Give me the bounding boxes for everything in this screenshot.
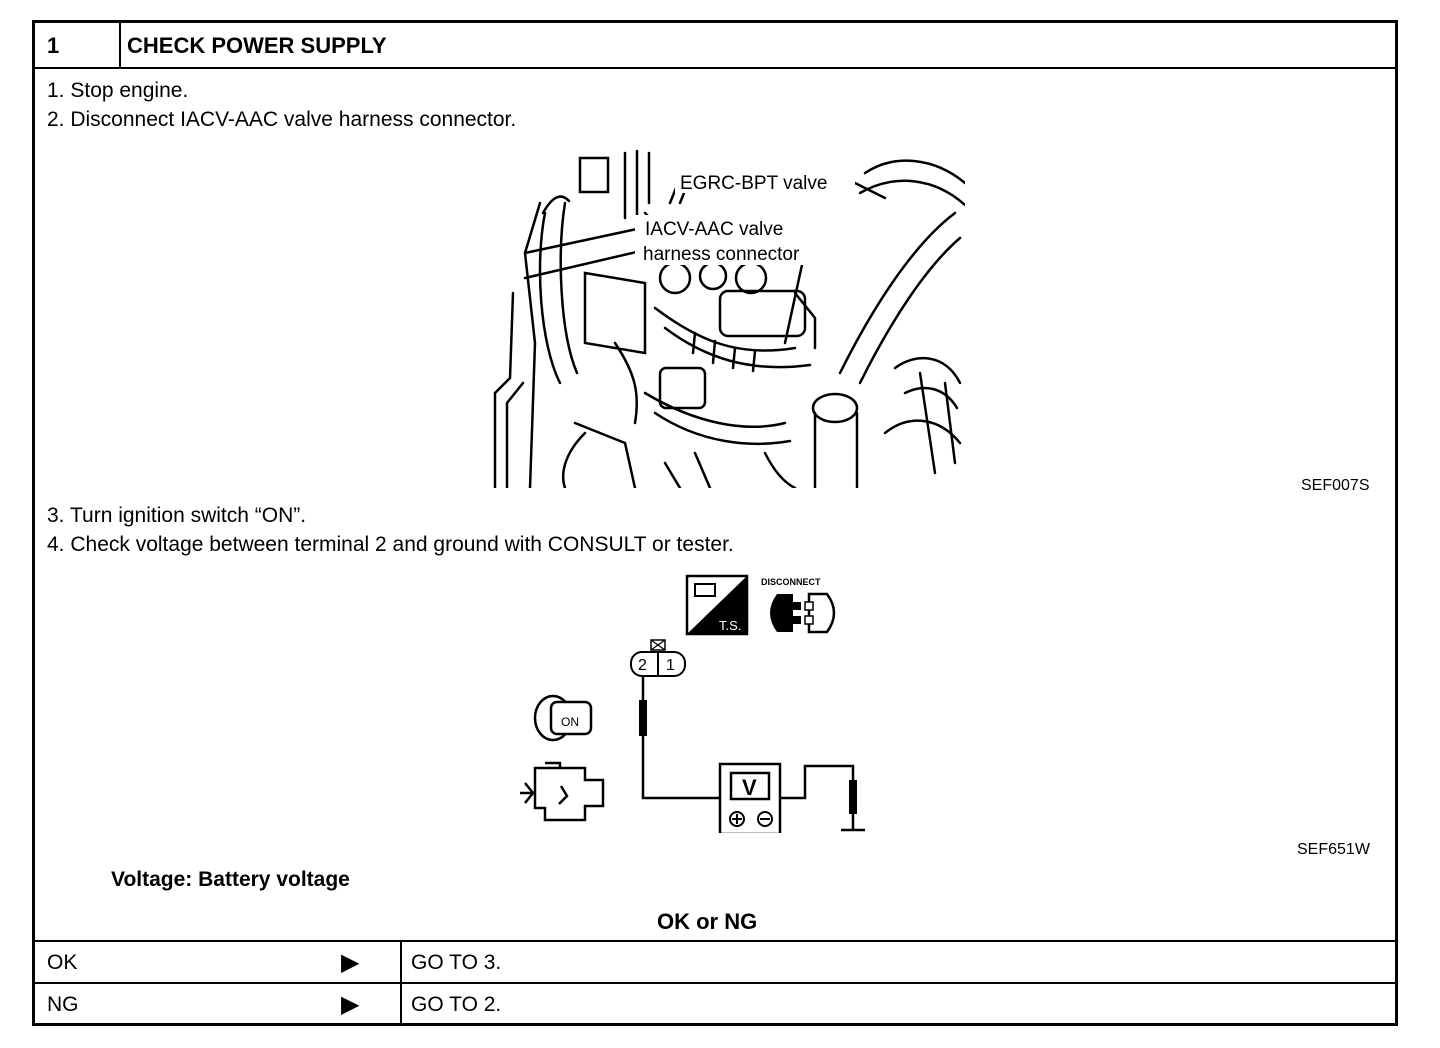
result-key: NG [47,993,79,1016]
voltage-specification: Voltage: Battery voltage [111,868,350,891]
key-on-label: ON [561,715,579,729]
instruction-step-2: 2. Disconnect IACV-AAC valve harness con… [47,108,517,131]
voltmeter-icon: V [718,762,782,833]
result-row-ok: OK ▶ GO TO 3. [35,940,1395,984]
harness-connector-terminals: 2 1 [630,639,686,677]
row-divider [400,942,402,984]
procedure-title: CHECK POWER SUPPLY [127,33,387,58]
decision-prompt: OK or NG [657,909,758,934]
ignition-key-on-icon: ON [533,694,593,742]
procedure-table: 1 CHECK POWER SUPPLY 1. Stop engine. 2. … [32,20,1398,1026]
voltmeter-label: V [742,775,757,800]
engine-running-icon [520,761,605,822]
voltage-check-diagram: T.S. DISCONNECT 2 1 [520,574,865,833]
engine-bay-illustration: EGRC-BPT valve IACV-AAC valve harness co… [493,149,965,488]
iacv-aac-valve-label: IACV-AAC valve [645,219,783,240]
arrow-right-icon: ▶ [341,991,360,1018]
result-row-ng: NG ▶ GO TO 2. [35,982,1395,1026]
egrc-bpt-valve-label: EGRC-BPT valve [680,173,827,194]
header-divider [119,23,121,67]
row-divider [400,984,402,1026]
instruction-step-4: 4. Check voltage between terminal 2 and … [47,533,734,556]
result-action: GO TO 3. [411,951,502,974]
terminal-1-label: 1 [666,657,675,674]
arrow-right-icon: ▶ [341,949,360,976]
step-number: 1 [47,33,60,58]
result-action: GO TO 2. [411,993,502,1016]
terminal-2-label: 2 [638,657,647,674]
instruction-step-1: 1. Stop engine. [47,79,189,102]
harness-connector-label: harness connector [643,244,800,265]
result-key: OK [47,951,78,974]
figure-id-sef007s: SEF007S [1301,477,1370,494]
ts-connector-icon: T.S. [685,574,749,636]
ts-label: T.S. [719,618,741,633]
instruction-step-3: 3. Turn ignition switch “ON”. [47,504,307,527]
disconnect-connector-icon: DISCONNECT [761,577,836,634]
procedure-header: 1 CHECK POWER SUPPLY [35,23,1395,69]
disconnect-label: DISCONNECT [761,577,821,587]
figure-id-sef651w: SEF651W [1297,841,1370,858]
